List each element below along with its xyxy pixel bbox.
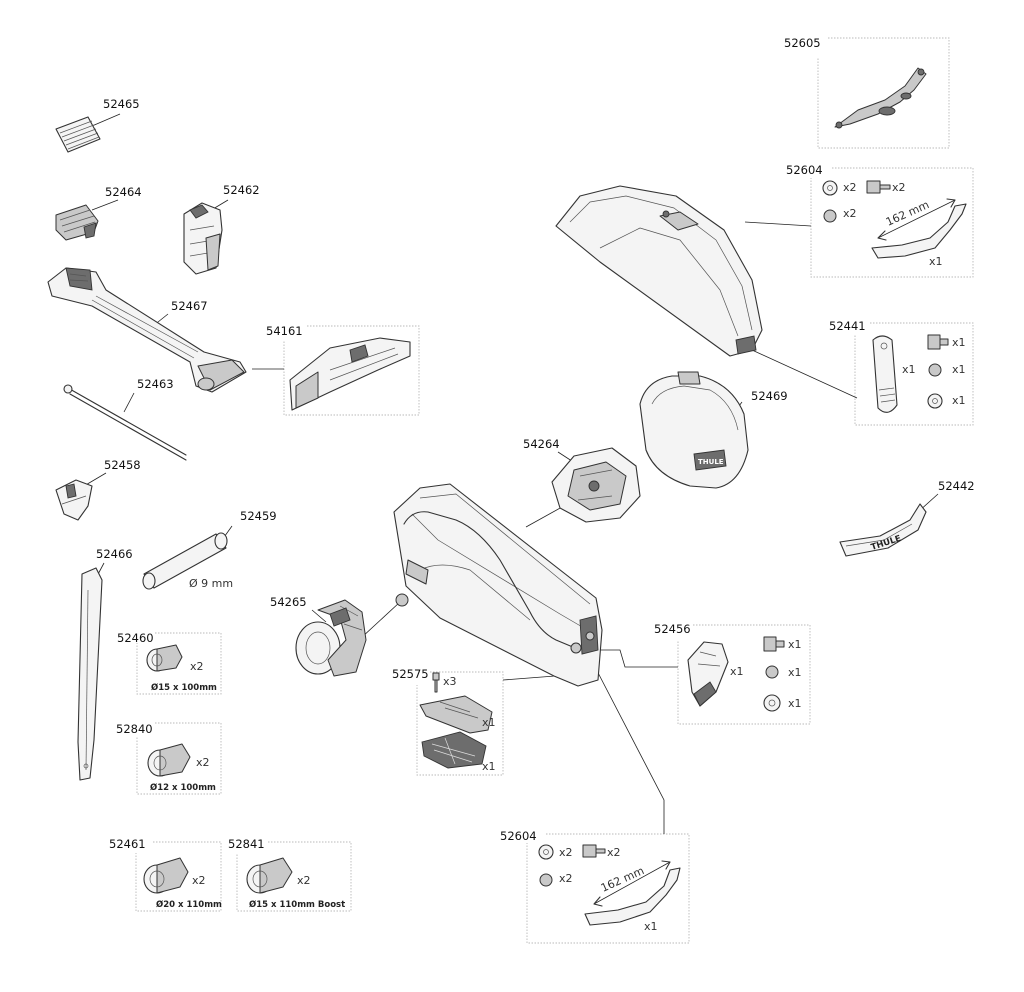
detail-box-52604-top: 52604 x2 x2 x2 162 mm x1 [786, 163, 974, 278]
qty-52460: x2 [190, 660, 204, 673]
qty-nut-52456: x1 [788, 666, 802, 679]
strap-icon [871, 203, 967, 259]
qty-52841: x2 [297, 874, 311, 887]
detail-box-52841: 52841 x2 Ø15 x 110mm Boost [228, 837, 352, 912]
washer-icon [538, 844, 554, 860]
part-number-52458: 52458 [104, 458, 141, 472]
detail-box-52604-bottom: 52604 x2 x2 x2 162 mm x1 [500, 829, 690, 944]
nut-icon [539, 873, 553, 887]
qty-screw-52441: x1 [952, 336, 966, 349]
part-number-52465: 52465 [103, 97, 140, 111]
qty-52461: x2 [192, 874, 206, 887]
part-number-52464: 52464 [105, 185, 142, 199]
washer-icon [822, 180, 838, 196]
washer-icon [763, 694, 781, 712]
detail-box-52840: 52840 x2 Ø12 x 100mm [116, 722, 222, 795]
qty-nut-52441: x1 [952, 363, 966, 376]
bracket-52605 [834, 67, 927, 128]
washer-icon [927, 393, 943, 409]
part-number-52605: 52605 [784, 36, 821, 50]
qty-52840: x2 [196, 756, 210, 769]
screw-icon [866, 180, 891, 194]
part-number-52441: 52441 [829, 319, 866, 333]
part-number-52442: 52442 [938, 479, 975, 493]
nut-icon [928, 363, 942, 377]
adapter-size-52460: Ø15 x 100mm [151, 682, 217, 693]
part-54265-wheel-holder: 54265 [270, 595, 367, 677]
qty-screw-bottom: x2 [607, 846, 621, 859]
nut-icon [765, 665, 779, 679]
part-number-52604-bottom: 52604 [500, 829, 537, 843]
detail-box-54161: 54161 [266, 324, 420, 416]
part-52462-fork-mount [183, 202, 223, 275]
adapter-size-52840: Ø12 x 100mm [150, 782, 216, 793]
part-number-52461: 52461 [109, 837, 146, 851]
part-number-52459: 52459 [240, 509, 277, 523]
part-number-52460: 52460 [117, 631, 154, 645]
part-52458-clip [55, 479, 93, 521]
part-number-54264: 54264 [523, 437, 560, 451]
qty-grip-52575: x1 [482, 760, 496, 773]
part-52442-logo-strap: THULE [839, 503, 927, 557]
part-number-52575: 52575 [392, 667, 429, 681]
strap-length-label: 162 mm [884, 198, 931, 229]
part-number-52604-top: 52604 [786, 163, 823, 177]
axle-diameter-label: Ø 9 mm [189, 577, 233, 590]
qty-washer: x2 [843, 181, 857, 194]
detail-box-52575: 52575 x3 x1 x1 [392, 667, 504, 776]
detail-box-52441: 52441 x1 x1 x1 x1 [829, 319, 974, 426]
screw-icon [763, 636, 785, 652]
part-number-54265: 54265 [270, 595, 307, 609]
part-number-54161: 54161 [266, 324, 303, 338]
part-number-52462: 52462 [223, 183, 260, 197]
qty-washer-52441: x1 [952, 394, 966, 407]
qty-strap: x1 [929, 255, 943, 268]
part-52463-axle-rod [63, 384, 187, 461]
part-number-52469: 52469 [751, 389, 788, 403]
part-52469-storage-bag: THULE [639, 371, 749, 489]
part-52465-rail-pads [55, 116, 101, 153]
part-main-case-lower [393, 483, 603, 687]
buckle-52456 [687, 641, 729, 707]
screw-icon [432, 672, 440, 693]
adapter-size-52461: Ø20 x 110mm [156, 899, 222, 910]
qty-nut-bottom: x2 [559, 872, 573, 885]
part-52467-rail-arm [47, 267, 247, 393]
part-52459-axle-pin: Ø 9 mm [142, 532, 233, 590]
brand-logo-bag: THULE [698, 458, 724, 466]
qty-nut: x2 [843, 207, 857, 220]
part-main-case-lid [555, 185, 763, 357]
strap-plate-icon [872, 335, 898, 413]
detail-box-52461: 52461 x2 Ø20 x 110mm [109, 837, 222, 912]
qty-buckle-52456: x1 [730, 665, 744, 678]
adapter-size-52841: Ø15 x 110mm Boost [249, 899, 345, 910]
part-52464-strap-pad [55, 204, 99, 241]
part-number-52466: 52466 [96, 547, 133, 561]
detail-box-52605: 52605 [784, 36, 950, 149]
qty-washer-bottom: x2 [559, 846, 573, 859]
qty-strap-bottom: x1 [644, 920, 658, 933]
part-number-52463: 52463 [137, 377, 174, 391]
strap-icon [584, 867, 681, 926]
detail-box-52456: 52456 x1 x1 x1 x1 [654, 622, 811, 725]
part-number-52841: 52841 [228, 837, 265, 851]
screw-icon [582, 844, 606, 858]
qty-screw: x2 [892, 181, 906, 194]
part-54264-cradle [551, 447, 641, 523]
part-number-52840: 52840 [116, 722, 153, 736]
part-number-52456: 52456 [654, 622, 691, 636]
qty-screw-52575: x3 [443, 675, 457, 688]
screw-icon [927, 334, 949, 350]
qty-pad-52575: x1 [482, 716, 496, 729]
qty-screw-52456: x1 [788, 638, 802, 651]
part-number-52467: 52467 [171, 299, 208, 313]
part-52466-long-strap [77, 567, 103, 781]
nut-icon [823, 209, 837, 223]
qty-washer-52456: x1 [788, 697, 802, 710]
detail-box-52460: 52460 x2 Ø15 x 100mm [117, 631, 222, 695]
pad-52575 [419, 695, 493, 734]
qty-strap-plate: x1 [902, 363, 916, 376]
